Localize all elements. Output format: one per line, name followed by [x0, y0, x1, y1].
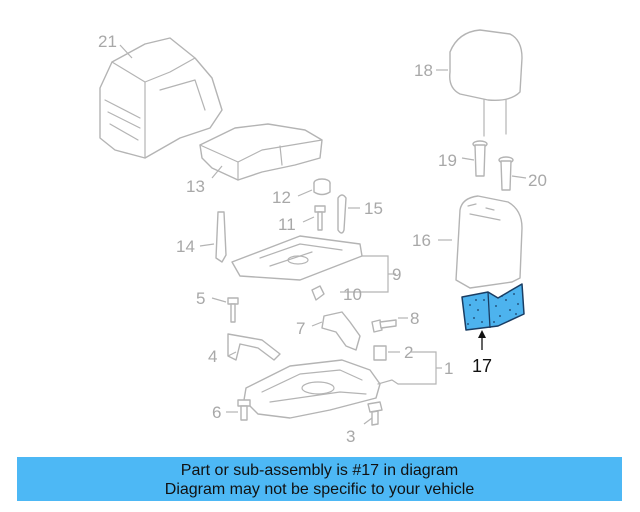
part-2-clip — [373, 345, 387, 361]
part-18-headrest — [449, 29, 523, 137]
part-14-latch-strap — [215, 211, 227, 263]
part-5-bolt — [227, 297, 239, 323]
highlight-pointer-arrow — [478, 330, 486, 350]
label-5: 5 — [196, 289, 205, 308]
label-19: 19 — [438, 151, 457, 170]
part-1-seat-base-tray — [243, 359, 399, 419]
label-16: 16 — [412, 231, 431, 250]
part-6-bolt — [237, 399, 251, 421]
part-10-clip — [311, 285, 325, 301]
label-6: 6 — [212, 403, 221, 422]
label-1: 1 — [444, 359, 453, 378]
label-9: 9 — [392, 265, 401, 284]
part-13-armrest-lid — [199, 123, 323, 181]
label-15: 15 — [364, 199, 383, 218]
label-21: 21 — [98, 32, 117, 51]
part-17-highlighted — [461, 283, 525, 331]
part-11-bolt — [314, 205, 326, 231]
label-2: 2 — [404, 343, 413, 362]
label-14: 14 — [176, 237, 195, 256]
banner-line-disclaimer: Diagram may not be specific to your vehi… — [164, 481, 475, 498]
part-7-hinge-bracket — [321, 311, 361, 351]
part-3-bolt — [367, 401, 383, 426]
label-3: 3 — [346, 427, 355, 446]
label-12: 12 — [272, 188, 291, 207]
label-20: 20 — [528, 171, 547, 190]
part-20-headrest-guide — [498, 156, 514, 191]
label-17-highlighted: 17 — [472, 356, 492, 376]
part-9-console-plate — [231, 235, 363, 281]
label-8: 8 — [410, 309, 419, 328]
part-21-console-box — [99, 37, 223, 159]
part-8-screw — [371, 319, 397, 333]
part-16-seat-back — [455, 195, 523, 289]
label-4: 4 — [208, 347, 217, 366]
info-banner: Part or sub-assembly is #17 in diagram D… — [17, 457, 622, 501]
parts-diagram: 21 13 12 11 15 14 9 10 — [98, 29, 547, 446]
part-4-bracket — [227, 333, 281, 361]
label-13: 13 — [186, 177, 205, 196]
label-10: 10 — [343, 285, 362, 304]
label-18: 18 — [414, 61, 433, 80]
banner-line-part-info: Part or sub-assembly is #17 in diagram — [180, 462, 459, 479]
label-7: 7 — [296, 319, 305, 338]
part-15-hinge-spring — [337, 194, 347, 234]
part-19-headrest-guide — [472, 140, 488, 177]
label-11: 11 — [278, 215, 296, 234]
part-12-bushing — [313, 178, 331, 196]
